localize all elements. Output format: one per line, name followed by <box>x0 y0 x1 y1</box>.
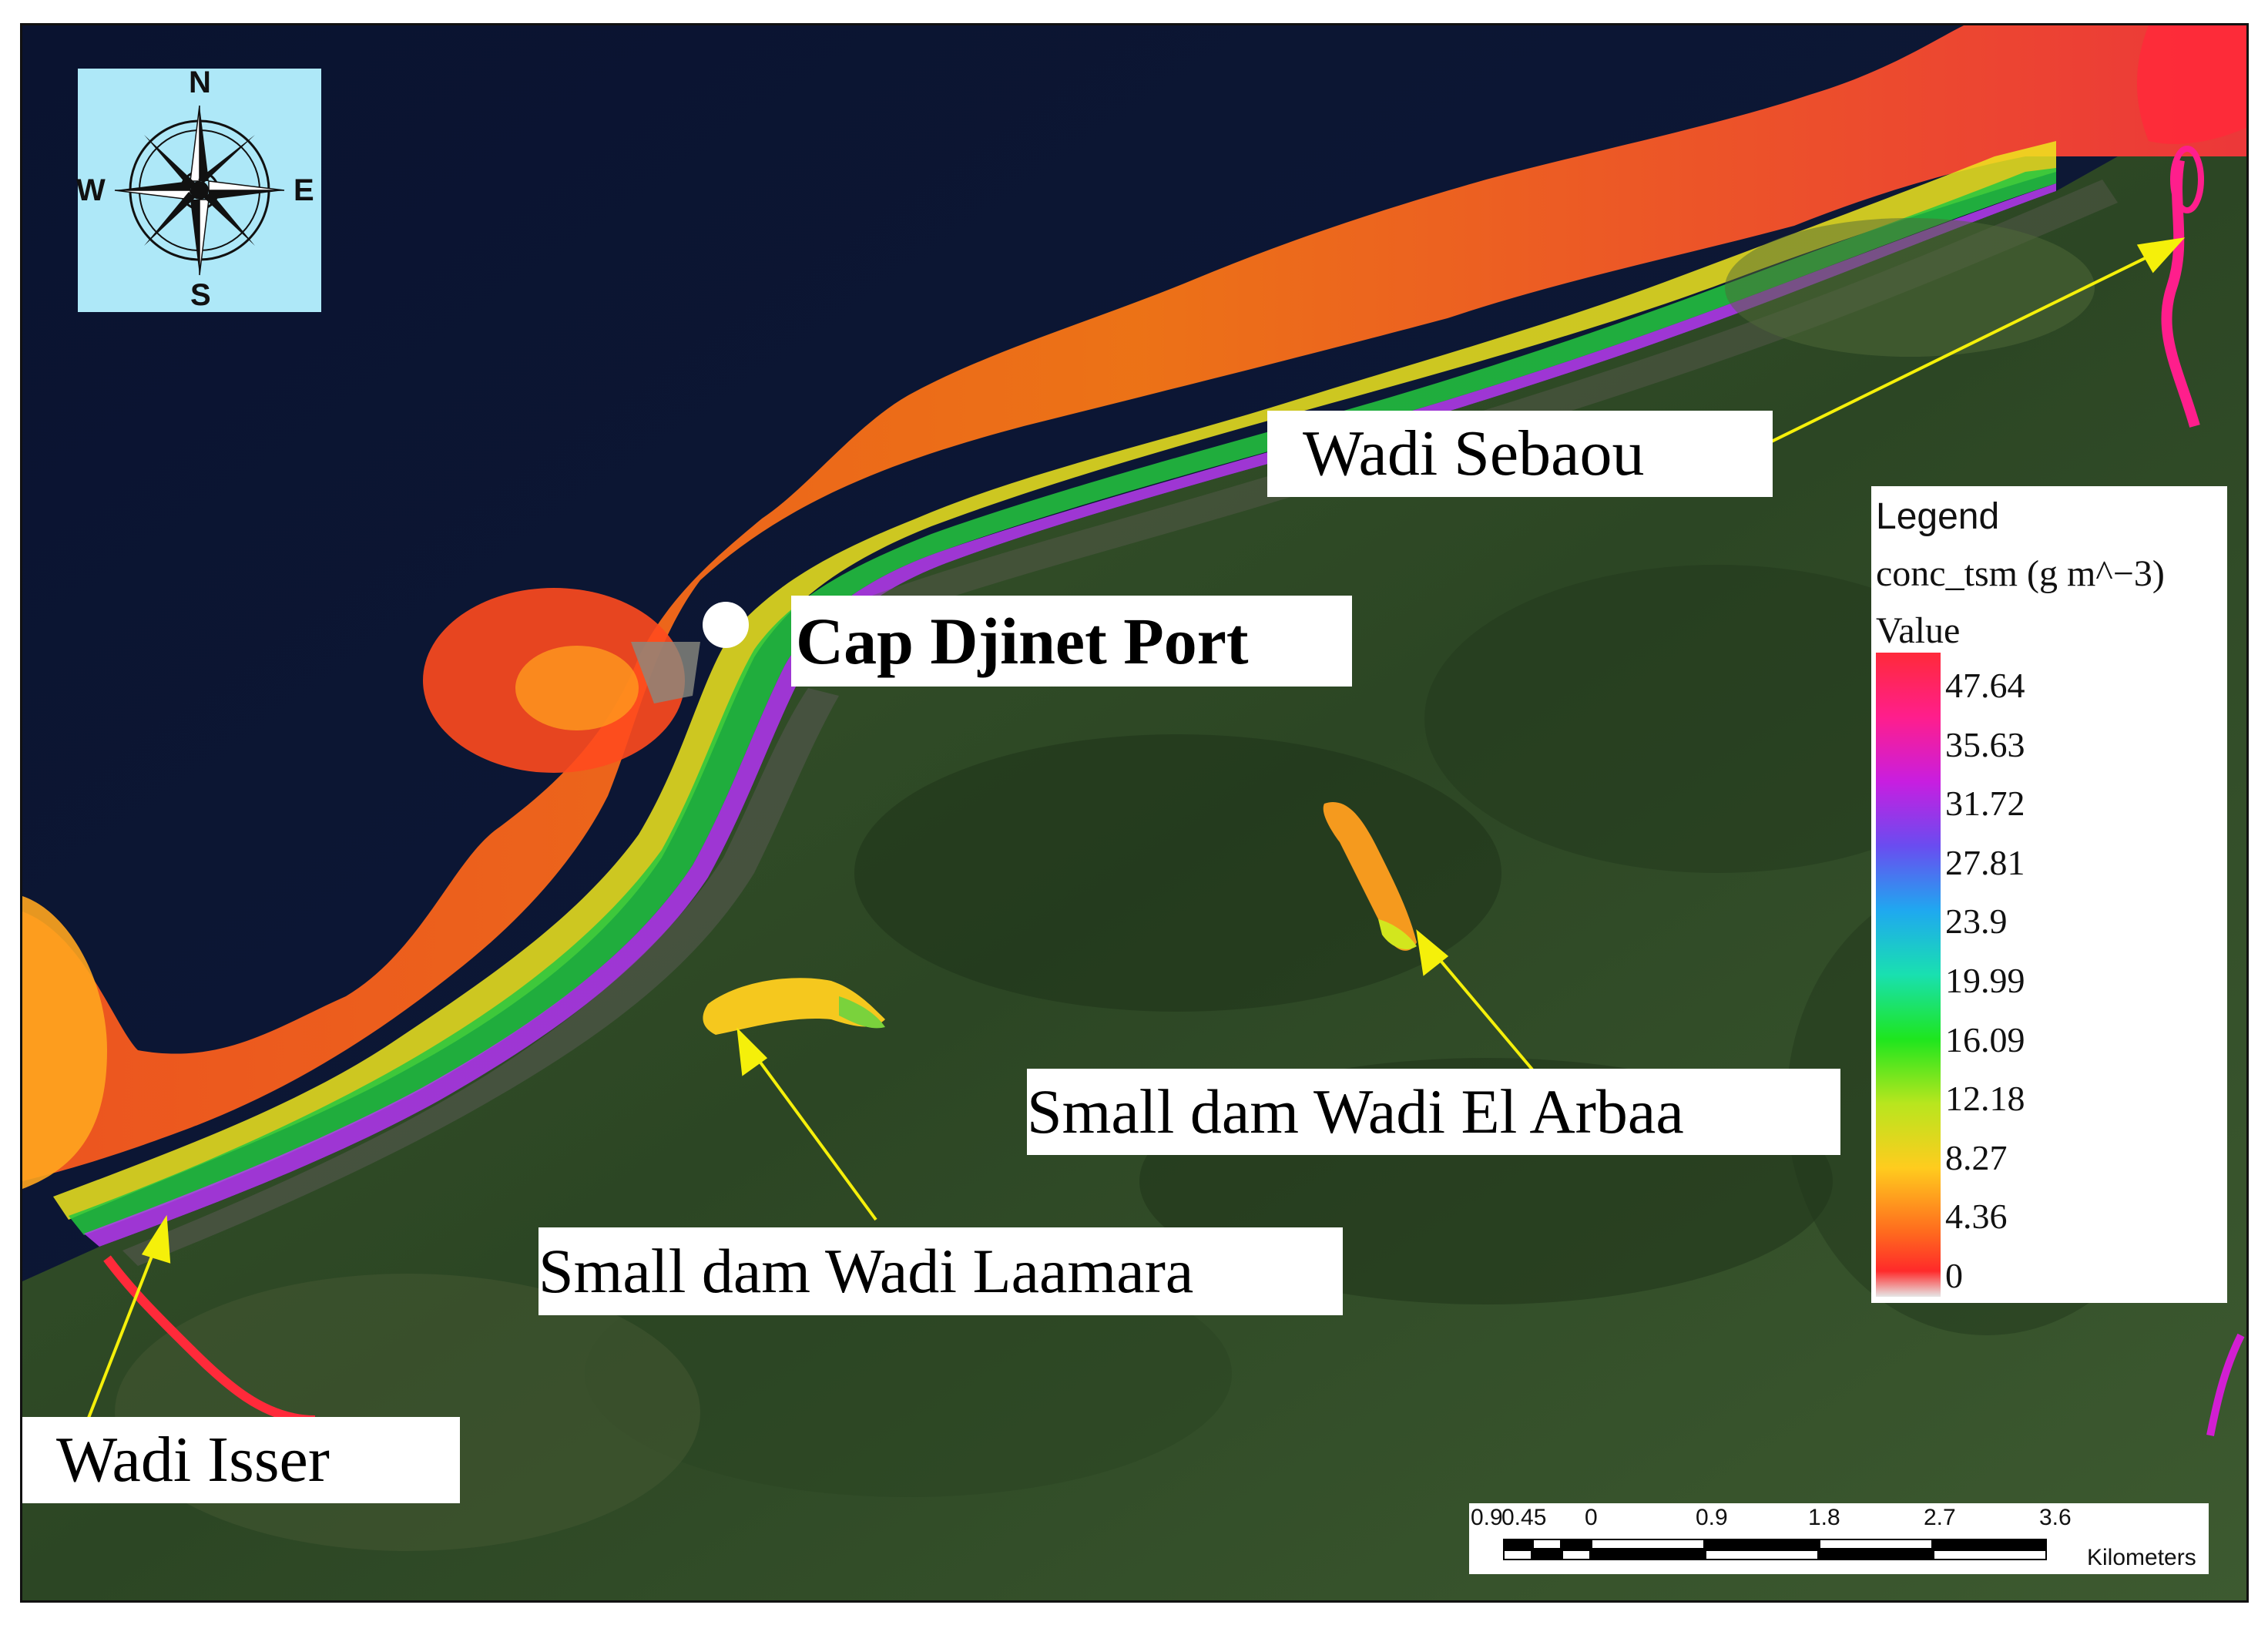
scale-segment <box>1591 1549 1705 1560</box>
legend-layer-name: conc_tsm (g m^−3) <box>1876 553 2165 594</box>
port-marker <box>703 602 749 648</box>
scale-segment <box>1819 1539 1933 1549</box>
legend-tick-label: 31.72 <box>1945 784 2025 824</box>
compass-south-label: S <box>190 278 211 312</box>
scale-unit: Kilometers <box>2087 1545 2196 1570</box>
label-small-dam-wadi-el-arbaa: Small dam Wadi El Arbaa <box>1027 1069 1840 1155</box>
scale-tick-label: 0.9 <box>1696 1505 1728 1530</box>
legend-tick-label: 8.27 <box>1945 1137 2008 1177</box>
legend-tick-label: 4.36 <box>1945 1197 2008 1237</box>
legend-color-ramp <box>1876 653 1941 1297</box>
scale-tick-label: 0 <box>1585 1505 1598 1530</box>
scale-segment <box>1532 1549 1562 1560</box>
legend-title: Legend <box>1876 496 2000 537</box>
scale-segment <box>1562 1539 1591 1549</box>
label-wadi-sebaou: Wadi Sebaou <box>1267 411 1773 497</box>
legend-tick-label: 47.64 <box>1945 666 2025 705</box>
scale-tick-label: 1.8 <box>1808 1505 1840 1530</box>
reservoir-el-arbaa <box>1323 802 1417 951</box>
legend-tick-label: 16.09 <box>1945 1019 2025 1059</box>
scale-tick-label: 0.9 <box>1471 1505 1503 1530</box>
scale-tick-label: 2.7 <box>1924 1505 1956 1530</box>
scale-segment <box>1532 1539 1562 1549</box>
legend-tick-label: 27.81 <box>1945 842 2025 882</box>
scale-tick-label: 0.45 <box>1501 1505 1547 1530</box>
compass-rose-icon <box>114 105 285 276</box>
scale-segment <box>1503 1549 1532 1560</box>
compass-east-label: E <box>294 173 314 207</box>
legend-tick-label: 23.9 <box>1945 901 2008 942</box>
satellite-map: N S E W Cap Djinet Port Wadi Sebaou Smal… <box>20 23 2249 1603</box>
compass: N S E W <box>76 65 321 312</box>
legend-tick-label: 35.63 <box>1945 724 2025 764</box>
legend-tick-label: 12.18 <box>1945 1079 2025 1119</box>
scale-segment <box>1933 1539 2047 1549</box>
label-wadi-isser: Wadi Isser <box>22 1417 460 1503</box>
label-cap-djinet-port: Cap Djinet Port <box>791 596 1352 687</box>
reservoir-laamara <box>703 978 885 1035</box>
compass-north-label: N <box>189 65 211 99</box>
scale-segment <box>1705 1549 1819 1560</box>
scale-segment <box>1591 1539 1705 1549</box>
legend-field-name: Value <box>1876 610 1961 651</box>
annotation-arrows <box>75 237 2186 1450</box>
scale-segment <box>1705 1539 1819 1549</box>
compass-west-label: W <box>76 173 106 207</box>
scale-segment <box>1819 1549 1933 1560</box>
scale-tick-label: 3.6 <box>2039 1505 2072 1530</box>
legend-tick-label: 0 <box>1945 1256 1963 1295</box>
legend-tick-label: 19.99 <box>1945 961 2025 1000</box>
legend: Legend conc_tsm (g m^−3) Value 47.64 35.6… <box>1871 486 2227 1303</box>
scale-segment <box>1503 1539 1532 1549</box>
label-small-dam-wadi-laamara: Small dam Wadi Laamara <box>538 1227 1343 1315</box>
scale-segment <box>1933 1549 2047 1560</box>
scale-segment <box>1562 1549 1591 1560</box>
